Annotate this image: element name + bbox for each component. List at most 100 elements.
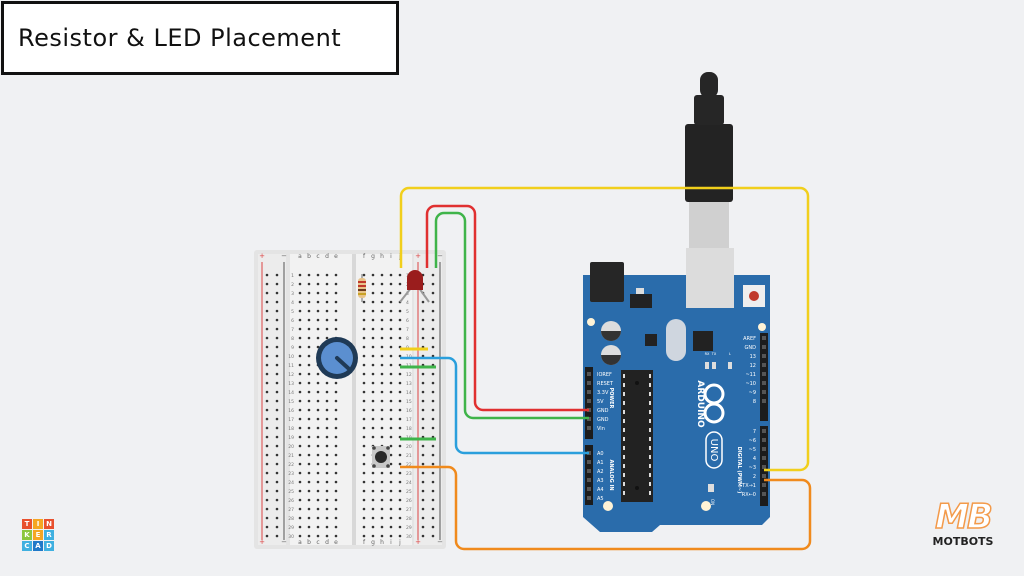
bb-hole[interactable] (316, 516, 320, 520)
bb-hole[interactable] (298, 525, 302, 529)
bb-hole[interactable] (325, 273, 329, 277)
bb-hole[interactable] (325, 462, 329, 466)
bb-hole[interactable] (316, 300, 320, 304)
bb-hole[interactable] (371, 273, 375, 277)
bb-hole[interactable] (371, 300, 375, 304)
bb-hole[interactable] (389, 372, 393, 376)
bb-hole[interactable] (298, 444, 302, 448)
bb-hole[interactable] (371, 399, 375, 403)
rail-hole[interactable] (431, 480, 435, 484)
bb-hole[interactable] (362, 399, 366, 403)
bb-hole[interactable] (307, 336, 311, 340)
bb-hole[interactable] (298, 282, 302, 286)
bb-hole[interactable] (362, 444, 366, 448)
rail-hole[interactable] (265, 363, 269, 367)
header-pin[interactable] (587, 478, 591, 482)
bb-hole[interactable] (389, 282, 393, 286)
header-pin[interactable] (762, 336, 766, 340)
bb-hole[interactable] (334, 444, 338, 448)
bb-hole[interactable] (371, 408, 375, 412)
bb-hole[interactable] (371, 525, 375, 529)
bb-hole[interactable] (380, 345, 384, 349)
bb-hole[interactable] (298, 489, 302, 493)
bb-hole[interactable] (380, 480, 384, 484)
bb-hole[interactable] (307, 471, 311, 475)
bb-hole[interactable] (389, 399, 393, 403)
bb-hole[interactable] (298, 291, 302, 295)
rail-hole[interactable] (265, 480, 269, 484)
rail-hole[interactable] (275, 444, 279, 448)
bb-hole[interactable] (316, 498, 320, 502)
header-pin[interactable] (762, 354, 766, 358)
rail-hole[interactable] (421, 426, 425, 430)
bb-hole[interactable] (298, 300, 302, 304)
bb-hole[interactable] (362, 498, 366, 502)
bb-hole[interactable] (371, 471, 375, 475)
bb-hole[interactable] (398, 273, 402, 277)
rail-hole[interactable] (431, 516, 435, 520)
led[interactable] (399, 270, 430, 303)
bb-hole[interactable] (389, 489, 393, 493)
header-pin[interactable] (762, 429, 766, 433)
rail-hole[interactable] (275, 318, 279, 322)
bb-hole[interactable] (389, 354, 393, 358)
rail-hole[interactable] (431, 399, 435, 403)
bb-hole[interactable] (380, 390, 384, 394)
bb-hole[interactable] (398, 291, 402, 295)
bb-hole[interactable] (316, 453, 320, 457)
rail-hole[interactable] (431, 390, 435, 394)
rail-hole[interactable] (265, 399, 269, 403)
bb-hole[interactable] (389, 390, 393, 394)
rail-hole[interactable] (265, 336, 269, 340)
bb-hole[interactable] (298, 408, 302, 412)
bb-hole[interactable] (316, 399, 320, 403)
header-pin[interactable] (762, 345, 766, 349)
bb-hole[interactable] (389, 273, 393, 277)
rail-hole[interactable] (275, 309, 279, 313)
bb-hole[interactable] (307, 282, 311, 286)
bb-hole[interactable] (334, 489, 338, 493)
bb-hole[interactable] (398, 507, 402, 511)
bb-hole[interactable] (307, 534, 311, 538)
bb-hole[interactable] (389, 471, 393, 475)
bb-hole[interactable] (398, 336, 402, 340)
bb-hole[interactable] (362, 417, 366, 421)
rail-hole[interactable] (265, 309, 269, 313)
bb-hole[interactable] (380, 300, 384, 304)
bb-hole[interactable] (298, 372, 302, 376)
bb-hole[interactable] (398, 390, 402, 394)
bb-hole[interactable] (398, 444, 402, 448)
bb-hole[interactable] (362, 471, 366, 475)
rail-hole[interactable] (421, 309, 425, 313)
bb-hole[interactable] (380, 399, 384, 403)
bb-hole[interactable] (325, 435, 329, 439)
bb-hole[interactable] (398, 471, 402, 475)
rail-hole[interactable] (275, 525, 279, 529)
bb-hole[interactable] (389, 498, 393, 502)
rail-hole[interactable] (265, 471, 269, 475)
rail-hole[interactable] (265, 282, 269, 286)
bb-hole[interactable] (362, 525, 366, 529)
bb-hole[interactable] (334, 516, 338, 520)
bb-hole[interactable] (389, 525, 393, 529)
bb-hole[interactable] (398, 426, 402, 430)
rail-hole[interactable] (265, 534, 269, 538)
rail-hole[interactable] (431, 534, 435, 538)
bb-hole[interactable] (334, 507, 338, 511)
bb-hole[interactable] (316, 381, 320, 385)
header-pin[interactable] (587, 372, 591, 376)
usb-cable[interactable] (685, 72, 733, 248)
bb-hole[interactable] (380, 372, 384, 376)
header-pin[interactable] (762, 438, 766, 442)
bb-hole[interactable] (334, 525, 338, 529)
bb-hole[interactable] (298, 399, 302, 403)
rail-hole[interactable] (431, 327, 435, 331)
rail-hole[interactable] (265, 516, 269, 520)
header-pin[interactable] (587, 496, 591, 500)
bb-hole[interactable] (298, 327, 302, 331)
bb-hole[interactable] (307, 516, 311, 520)
bb-hole[interactable] (362, 534, 366, 538)
rail-hole[interactable] (431, 372, 435, 376)
bb-hole[interactable] (325, 444, 329, 448)
bb-hole[interactable] (362, 507, 366, 511)
